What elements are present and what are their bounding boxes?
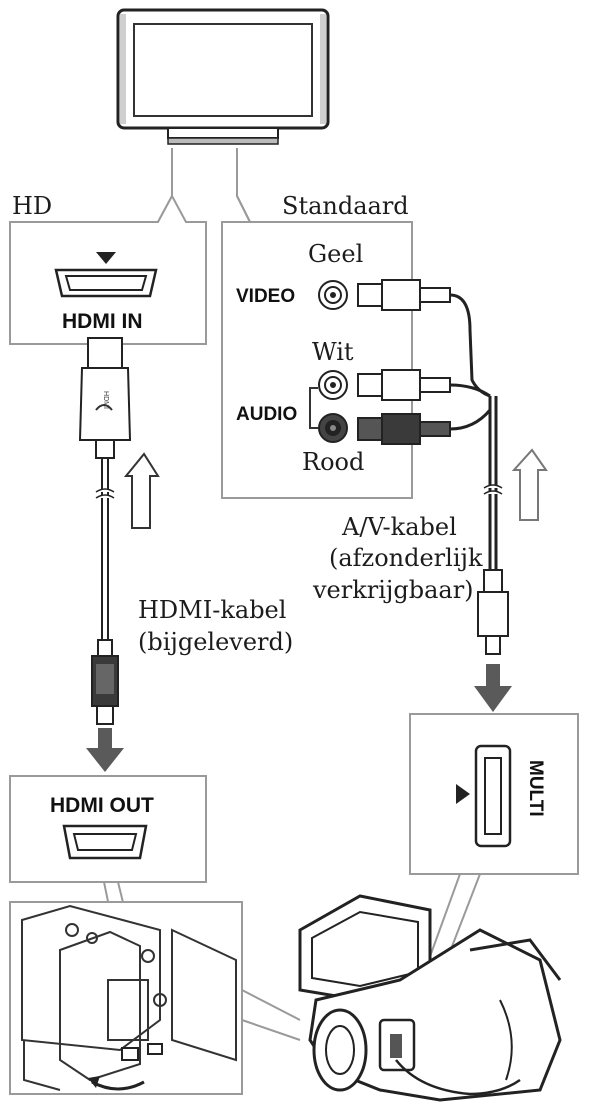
camcorder-illustration	[298, 894, 562, 1102]
hd-label: HD	[12, 192, 52, 220]
multi-label: MULTI	[525, 760, 546, 817]
multi-port-panel: MULTI	[409, 713, 579, 875]
red-label: Rood	[302, 448, 364, 476]
down-arrow-icon	[86, 728, 124, 772]
video-jack-icon	[318, 280, 348, 310]
up-arrow-icon	[123, 452, 160, 529]
standard-label: Standaard	[282, 192, 409, 220]
up-arrow-icon	[511, 448, 548, 521]
camera-detail-inset	[9, 901, 243, 1095]
audio-label: AUDIO	[236, 404, 297, 425]
triangle-marker-icon	[456, 784, 470, 804]
hdmi-cable-label-line1: HDMI-kabel	[138, 596, 286, 624]
av-cable-label-line3: verkrijgbaar)	[312, 576, 474, 604]
multi-port-icon	[474, 744, 512, 848]
audio-red-jack-icon	[318, 413, 348, 443]
hdmi-in-label: HDMI IN	[62, 310, 143, 333]
down-arrow-icon	[474, 664, 512, 712]
av-cable-illustration	[357, 279, 509, 655]
triangle-marker-icon	[96, 252, 116, 264]
av-input-panel: Geel VIDEO Wit AUDIO Rood	[221, 195, 413, 499]
white-label: Wit	[312, 338, 354, 366]
hdmi-out-panel: HDMI OUT	[9, 775, 207, 883]
hdmi-cable-label-line2: (bijgeleverd)	[138, 628, 293, 656]
video-label: VIDEO	[236, 286, 295, 307]
hdmi-cable-illustration: HDMI	[78, 337, 132, 725]
av-cable-label-line1: A/V-kabel	[341, 513, 457, 541]
hdmi-in-panel: HDMI IN	[9, 193, 207, 345]
svg-text:HDMI: HDMI	[102, 391, 109, 409]
hdmi-out-label: HDMI OUT	[50, 794, 154, 817]
hdmi-port-icon	[54, 268, 158, 298]
tv-illustration	[116, 8, 330, 145]
av-cable-label-line2: (afzonderlijk	[329, 544, 483, 572]
audio-white-jack-icon	[318, 370, 348, 400]
hdmi-out-port-icon	[62, 824, 148, 860]
yellow-label: Geel	[308, 240, 363, 268]
